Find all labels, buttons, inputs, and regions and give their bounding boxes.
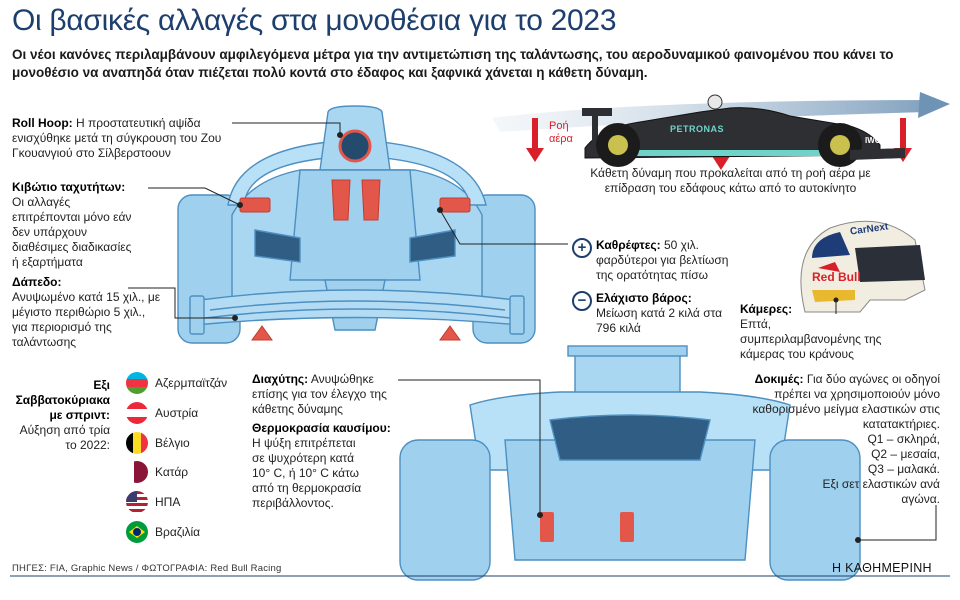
car-livery-brand: PETRONAS (670, 124, 725, 134)
flag-austria-icon (126, 402, 148, 424)
min-weight-heading: Ελάχιστο βάρος: (596, 291, 692, 305)
roll-hoop-highlight (338, 129, 372, 163)
cameras-text: Επτά, συμπεριλαμβανομένης της κάμερας το… (740, 317, 882, 361)
front-car-illustration (177, 105, 536, 344)
tests-heading: Δοκιμές: (754, 372, 804, 386)
sprint-note: Εξι Σαββατοκύριακα με σπριντ: Αύξηση από… (12, 378, 110, 453)
page-subtitle: Οι νέοι κανόνες περιλαμβάνουν αμφιλεγόμε… (12, 47, 894, 80)
floor-heading: Δάπεδο: (12, 275, 62, 289)
roll-hoop-heading: Roll Hoop: (12, 116, 73, 130)
mirrors-text: 50 χιλ. φαρδύτεροι για βελτίωση της ορατ… (596, 238, 729, 282)
publisher-logo: Η ΚΑΘΗΜΕΡΙΝΗ (832, 561, 932, 575)
gearbox-text: Οι αλλαγές επιτρέπονται μόνο εάν δεν υπά… (12, 195, 132, 269)
cameras-note: Κάμερες: Επτά, συμπεριλαμβανομένης της κ… (740, 302, 890, 362)
min-weight-text: Μείωση κατά 2 κιλά στα 796 κιλά (596, 306, 723, 335)
helmet-illustration (800, 220, 926, 313)
flag-usa-icon (126, 491, 148, 513)
front-leader-lines (128, 122, 568, 321)
fuel-temp-heading: Θερμοκρασία καυσίμου: (252, 421, 391, 435)
helmet-logo-text: Red Bull (812, 270, 861, 284)
roll-hoop-text: Η προστατευτική αψίδα ενισχύθηκε μετά τη… (12, 116, 222, 160)
rear-leader-lines (398, 379, 937, 543)
tests-text: Για δύο αγώνες οι οδηγοί πρέπει να χρησι… (752, 372, 941, 431)
diffuser-text: Ανυψώθηκε επίσης για τον έλεγχο της κάθε… (252, 372, 387, 416)
fuel-temp-note: Θερμοκρασία καυσίμου: Η ψύξη επιτρέπεται… (252, 421, 402, 511)
tests-footer: Εξι σετ ελαστικών ανά αγώνα. (822, 477, 940, 506)
mirrors-note: Καθρέφτες: 50 χιλ. φαρδύτεροι για βελτίω… (596, 238, 736, 283)
plus-icon: + (572, 238, 592, 258)
rear-car-highlights (540, 512, 634, 542)
fuel-temp-text: Η ψύξη επιτρέπεται σε ψυχρότερη κατά 10°… (252, 436, 362, 510)
rear-car-illustration (399, 345, 861, 581)
tests-item-q1: Q1 – σκληρά, (867, 432, 940, 446)
source-credit: ΠΗΓΕΣ: FIA, Graphic News / ΦΩΤΟΓΡΑΦΙΑ: R… (12, 563, 282, 574)
sprint-text: Αύξηση από τρία το 2022: (19, 423, 110, 452)
gearbox-heading: Κιβώτιο ταχυτήτων: (12, 180, 126, 194)
country-azerbaijan: Αζερμπαϊτζάν (155, 376, 228, 390)
front-car-highlights (239, 179, 471, 341)
tests-item-q2: Q2 – μεσαία, (871, 447, 940, 461)
side-car-illustration (492, 92, 950, 170)
gearbox-note: Κιβώτιο ταχυτήτων: Οι αλλαγές επιτρέποντ… (12, 180, 162, 270)
min-weight-note: Ελάχιστο βάρος: Μείωση κατά 2 κιλά στα 7… (596, 291, 736, 336)
minus-icon: − (572, 291, 592, 311)
country-qatar: Κατάρ (155, 465, 189, 479)
diffuser-note: Διαχύτης: Ανυψώθηκε επίσης για τον έλεγχ… (252, 372, 402, 417)
tests-item-q3: Q3 – μαλακά. (867, 462, 940, 476)
sprint-heading: Εξι Σαββατοκύριακα με σπριντ: (15, 378, 110, 422)
country-usa: ΗΠΑ (155, 495, 181, 509)
country-brazil: Βραζιλία (155, 525, 201, 539)
airflow-caption: Κάθετη δύναμη που προκαλείται από τη ροή… (590, 166, 871, 195)
page-title: Οι βασικές αλλαγές στα μονοθέσια για το … (12, 4, 617, 37)
tests-note: Δοκιμές: Για δύο αγώνες οι οδηγοί πρέπει… (738, 372, 941, 507)
floor-text: Ανυψωμένο κατά 15 χιλ., με μέγιστο περιθ… (12, 290, 161, 349)
car-livery-sponsor: IWC (865, 136, 881, 145)
country-austria: Αυστρία (155, 406, 199, 420)
country-belgium: Βέλγιο (155, 436, 190, 450)
diffuser-heading: Διαχύτης: (252, 372, 309, 386)
floor-note: Δάπεδο: Ανυψωμένο κατά 15 χιλ., με μέγισ… (12, 275, 162, 350)
roll-hoop-note: Roll Hoop: Η προστατευτική αψίδα ενισχύθ… (12, 116, 234, 161)
cameras-heading: Κάμερες: (740, 302, 793, 316)
airflow-label: Ροή αέρα (549, 120, 573, 145)
mirrors-heading: Καθρέφτες: (596, 238, 661, 252)
flag-belgium-icon (126, 432, 148, 454)
flag-qatar-icon (126, 461, 148, 483)
flag-brazil-icon (126, 521, 148, 543)
flag-azerbaijan-icon (126, 372, 148, 394)
